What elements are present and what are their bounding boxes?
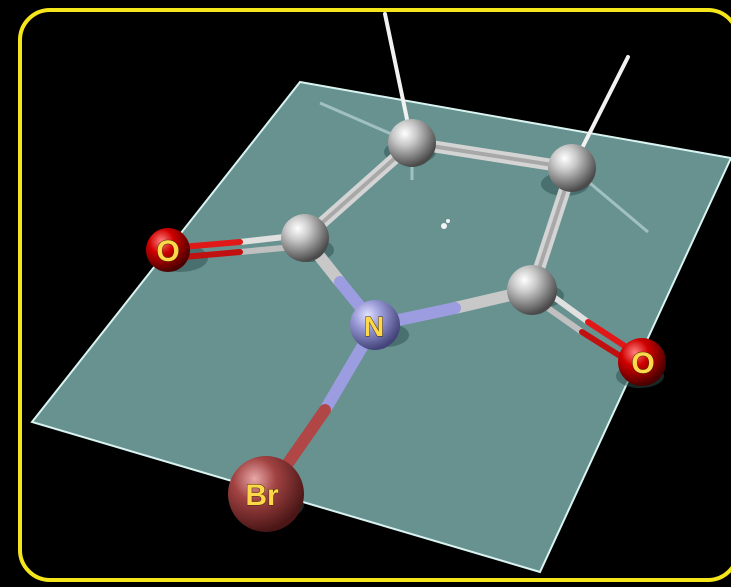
label-br: Br — [245, 479, 279, 512]
atom-br[interactable] — [228, 456, 304, 532]
atom-c3[interactable] — [548, 144, 596, 192]
atom-labels: O N O Br — [156, 235, 655, 513]
atom-c4[interactable] — [507, 265, 557, 315]
atom-c1[interactable] — [281, 214, 329, 262]
atom-o-right[interactable] — [618, 338, 666, 386]
label-n: N — [364, 311, 384, 342]
viewer-frame — [18, 8, 731, 582]
label-o-left: O — [156, 235, 179, 268]
atom-o-left[interactable] — [146, 228, 190, 272]
atom-c2[interactable] — [388, 119, 436, 167]
label-o-right: O — [631, 347, 654, 380]
atoms — [146, 119, 666, 532]
ring-centroid — [441, 219, 450, 229]
atom-n[interactable] — [350, 300, 400, 350]
